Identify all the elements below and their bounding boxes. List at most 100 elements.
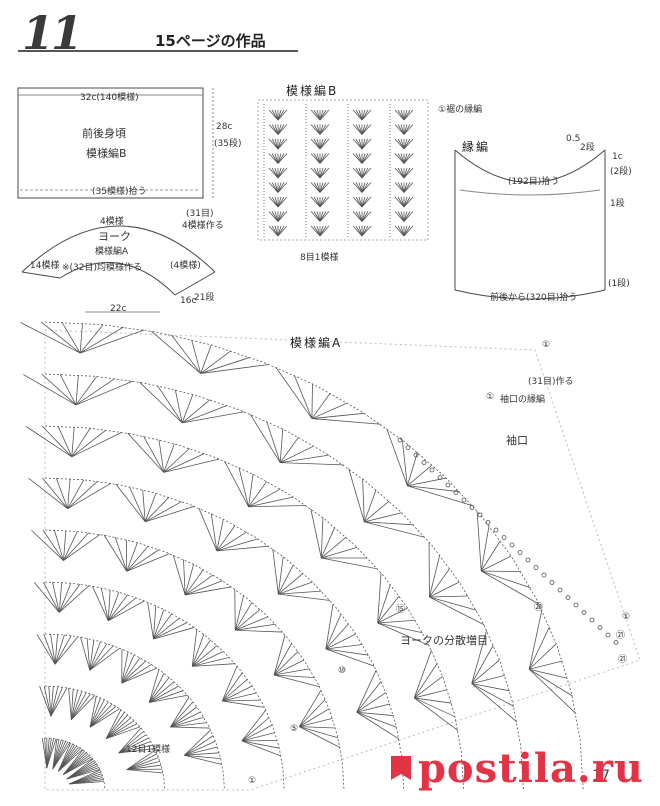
stitch-mark (274, 124, 279, 135)
fan-stitch (118, 741, 151, 754)
fan-stitch (184, 752, 220, 756)
fan-stitch (48, 686, 52, 717)
fan-stitch (126, 757, 159, 770)
fan-stitch (105, 720, 135, 739)
fan-stitch (235, 609, 261, 631)
stitch-mark (358, 182, 363, 193)
fan-stitch (471, 644, 494, 684)
fan-stitch (235, 623, 276, 631)
fan-stitch (528, 610, 543, 670)
stitch-mark (403, 211, 408, 222)
stitch-mark (271, 182, 279, 193)
stitch-mark (319, 167, 330, 179)
fan-stitch (121, 651, 129, 684)
fan-stitch (121, 660, 147, 684)
fan-stitch (275, 367, 313, 419)
fan-stitch (158, 439, 165, 473)
fan-stitch (235, 629, 283, 633)
stitch-mark (319, 182, 330, 193)
fan-stitch (248, 496, 294, 508)
fan-stitch (528, 668, 577, 714)
fan-stitch (149, 694, 188, 703)
fan-stitch (429, 596, 485, 626)
fan-stitch (216, 525, 236, 552)
marker-21-a: ㉑ (616, 631, 626, 641)
chain-stitch (493, 527, 499, 533)
fan-stitch (192, 657, 230, 667)
stitch-mark (277, 138, 282, 150)
fan-stitch (121, 667, 158, 684)
fan-stitch (182, 405, 228, 424)
edging-neck-outline (454, 149, 606, 183)
stitch-mark (361, 124, 366, 135)
fan-stitch (126, 760, 161, 770)
stitch-mark (400, 211, 405, 222)
postila-watermark: postila.ru (388, 745, 644, 792)
stitch-mark (355, 167, 363, 179)
watermark-text: postila.ru (417, 745, 644, 792)
fan-stitch (103, 534, 128, 572)
fan-stitch (71, 695, 96, 720)
fan-stitch (55, 478, 68, 509)
fan-stitch (184, 729, 211, 756)
fan-stitch (63, 530, 67, 561)
chain-stitch (565, 595, 571, 600)
marker-1-right: ① (622, 612, 631, 622)
stitch-mark (400, 124, 405, 135)
stitch-mark (400, 196, 405, 208)
stitch-mark (403, 124, 414, 135)
stitch-mark (403, 225, 408, 237)
stitch-mark (310, 167, 321, 179)
fan-stitch (89, 697, 101, 728)
fan-stitch (79, 324, 104, 354)
fan-stitch (216, 519, 224, 551)
stitch-mark (319, 109, 324, 121)
fan-stitch (52, 742, 71, 770)
fan-stitch (54, 636, 79, 665)
fan-stitch (118, 734, 147, 754)
stitch-mark (310, 225, 321, 237)
stitch-mark (358, 138, 363, 150)
fan-stitch (107, 594, 128, 621)
fan-stitch (121, 657, 141, 684)
stitch-mark (274, 196, 279, 208)
stitch-mark (319, 138, 324, 150)
yoke-bottom-width: 22c (110, 304, 127, 314)
stitch-mark (277, 182, 288, 193)
fan-stitch (54, 634, 58, 665)
row-arc (44, 633, 225, 791)
chain-stitch (509, 542, 515, 548)
stitch-mark (271, 138, 279, 150)
fan-stitch (107, 592, 120, 621)
fan-stitch (41, 373, 77, 406)
chain-stitch (429, 467, 435, 473)
fan-stitch (70, 688, 74, 720)
fan-stitch (181, 399, 211, 424)
stitch-mark (397, 196, 405, 208)
fan-stitch (75, 374, 79, 405)
step-note-2: 4模様作る (182, 221, 224, 231)
fan-stitch (148, 669, 160, 703)
fan-stitch (377, 622, 430, 646)
fan-stitch (127, 432, 164, 473)
edging-body-outline (454, 150, 606, 300)
fan-stitch (61, 322, 81, 354)
fan-stitch (414, 697, 456, 718)
yoke-increase-label: ヨークの分散増目 (400, 634, 488, 647)
fan-stitch (363, 489, 377, 522)
fan-stitch (100, 587, 109, 621)
body-panel-name: 前後身頃 (82, 127, 126, 140)
stitch-mark (310, 138, 321, 150)
stitch-mark (358, 211, 363, 222)
pattern-a-title: 模様編A (290, 336, 343, 350)
stitch-mark (400, 109, 405, 121)
stitch-mark (268, 196, 279, 208)
fan-stitch (356, 711, 394, 716)
fan-stitch (126, 764, 162, 770)
fan-stitch (299, 708, 330, 727)
fan-stitch (118, 730, 144, 754)
stitch-mark (394, 124, 405, 135)
fan-stitch (278, 590, 322, 595)
stitch-mark (319, 225, 324, 237)
fan-stitch (170, 716, 204, 728)
